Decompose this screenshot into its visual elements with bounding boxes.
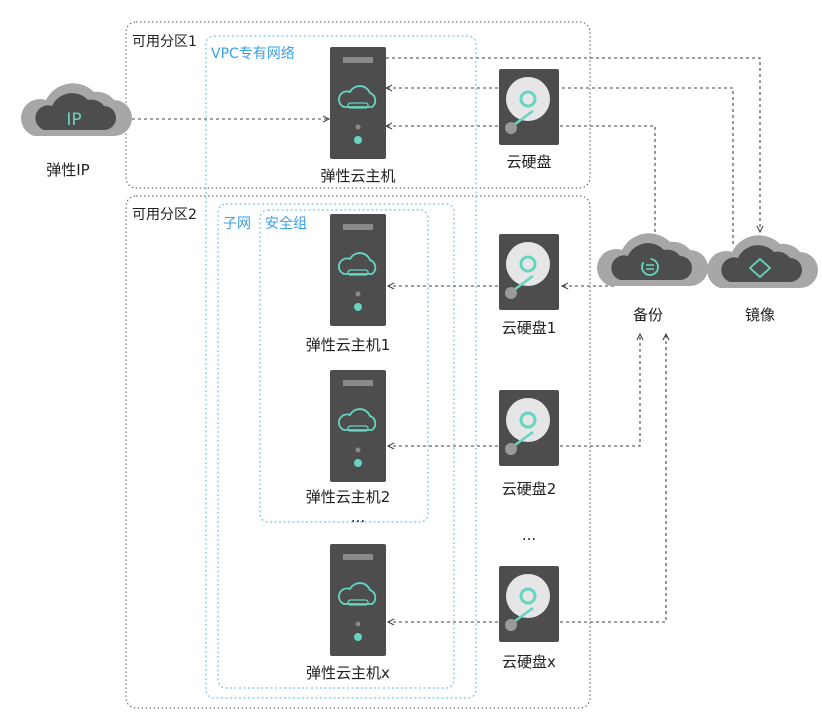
vpc-title: VPC专有网络 [211, 46, 295, 62]
subnet-boundary [217, 203, 455, 689]
arrow-server-to-image [386, 57, 760, 232]
az2-title: 可用分区2 [132, 207, 197, 223]
server-icon-az1[interactable] [330, 47, 386, 159]
arrow-diskx-to-backup [560, 334, 666, 623]
arrow-disk2-to-backup [560, 334, 640, 447]
disk-2-label: 云硬盘2 [502, 480, 557, 498]
server-az1-label: 弹性云主机 [320, 167, 395, 185]
az2-zone [125, 195, 591, 709]
subnet-title: 子网 [223, 216, 251, 232]
disk-ellipsis: ... [522, 526, 536, 544]
elastic-ip-label: 弹性IP [46, 161, 89, 179]
server-icon-1[interactable] [330, 214, 386, 326]
vpc-boundary [205, 35, 477, 699]
server-icon-2[interactable] [330, 370, 386, 482]
ip-icon-text: IP [66, 110, 81, 130]
security-group-boundary [259, 209, 429, 523]
disk-1-label: 云硬盘1 [502, 319, 557, 337]
disk-az1-label: 云硬盘 [506, 153, 551, 171]
server-ellipsis: ... [351, 508, 365, 526]
az1-zone [125, 21, 591, 189]
server-1-label: 弹性云主机1 [306, 336, 391, 354]
security-group-title: 安全组 [265, 215, 307, 232]
image-cloud-icon[interactable] [707, 235, 818, 288]
hard-disk-icon-x[interactable] [499, 566, 559, 642]
backup-label: 备份 [633, 306, 663, 324]
hard-disk-icon-2[interactable] [499, 390, 559, 466]
disk-x-label: 云硬盘x [502, 653, 556, 671]
backup-cloud-icon[interactable] [597, 233, 708, 286]
hard-disk-icon-az1[interactable] [499, 69, 559, 145]
server-icon-x[interactable] [330, 544, 386, 656]
server-2-label: 弹性云主机2 [306, 488, 391, 506]
arrow-image-to-server [560, 87, 734, 244]
image-label: 镜像 [745, 306, 775, 324]
hard-disk-icon-1[interactable] [499, 234, 559, 310]
server-x-label: 弹性云主机x [306, 664, 390, 682]
az1-title: 可用分区1 [132, 34, 197, 50]
elastic-ip-cloud-icon[interactable]: IP [21, 83, 132, 136]
connection-lines [120, 57, 760, 623]
